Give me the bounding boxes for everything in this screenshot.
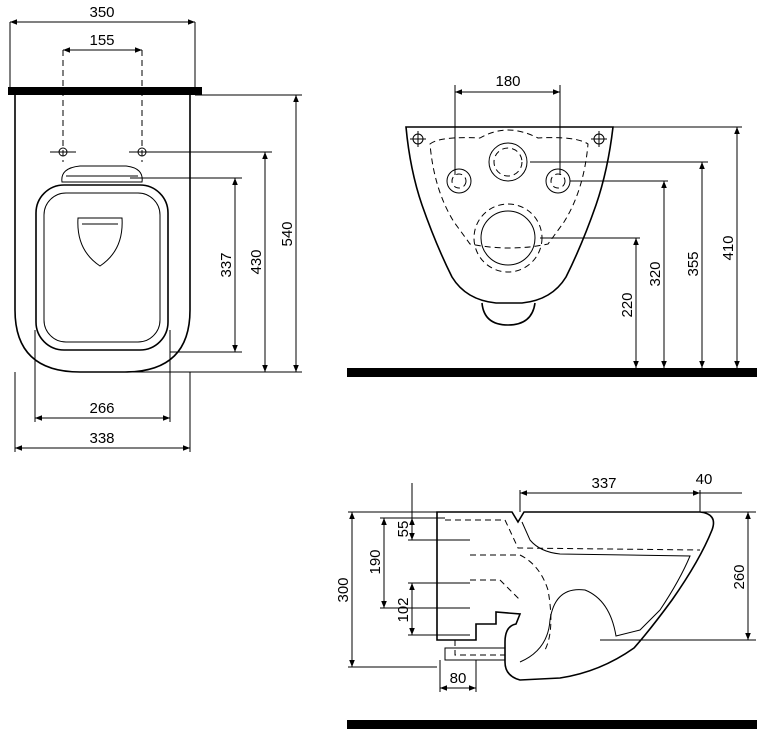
- fixing-left: [446, 168, 472, 194]
- label-260: 260: [731, 564, 748, 589]
- fixing-right: [545, 168, 571, 194]
- label-266: 266: [89, 400, 114, 417]
- water-inlet: [488, 142, 528, 182]
- seat-hinge: [61, 165, 143, 183]
- label-190: 190: [367, 549, 384, 574]
- front-view: 350 155 337 430 540 266 338: [8, 4, 302, 452]
- lid-handle: [77, 217, 123, 267]
- drain-outlet: [480, 210, 536, 266]
- side-body-outline: [436, 511, 715, 681]
- bottom-fixing: [444, 647, 506, 661]
- side-view: 337 40 55 190 300 102 260 80: [335, 471, 757, 729]
- label-350: 350: [89, 4, 114, 21]
- label-540: 540: [279, 221, 296, 246]
- front-body-outline: [14, 95, 191, 373]
- label-102: 102: [395, 597, 412, 622]
- label-320: 320: [647, 261, 664, 286]
- rear-hidden-cavity: [429, 129, 589, 249]
- label-80: 80: [450, 670, 467, 687]
- seat-inner: [43, 192, 161, 343]
- label-155: 155: [89, 32, 114, 49]
- floor-bar-rear: [347, 368, 757, 377]
- label-220: 220: [619, 292, 636, 317]
- rear-outlet: [481, 302, 536, 326]
- fixing-hole-left: [50, 50, 76, 162]
- label-55: 55: [395, 521, 412, 538]
- label-337: 337: [218, 252, 235, 277]
- rear-view: 180 220 320 355 410: [347, 73, 757, 377]
- rear-body-outline: [405, 126, 614, 304]
- seat-outer: [35, 184, 169, 351]
- label-40: 40: [696, 471, 713, 488]
- label-180: 180: [495, 73, 520, 90]
- bowl-inner: [519, 521, 691, 663]
- label-338: 338: [89, 430, 114, 447]
- label-410: 410: [720, 235, 737, 260]
- fixing-hole-right: [129, 50, 155, 162]
- side-hidden-trap: [445, 519, 701, 656]
- label-337-side: 337: [591, 475, 616, 492]
- floor-bar-side: [347, 720, 757, 729]
- label-300: 300: [335, 577, 352, 602]
- wall-bar-front: [8, 87, 202, 95]
- label-430: 430: [248, 249, 265, 274]
- label-355: 355: [685, 251, 702, 276]
